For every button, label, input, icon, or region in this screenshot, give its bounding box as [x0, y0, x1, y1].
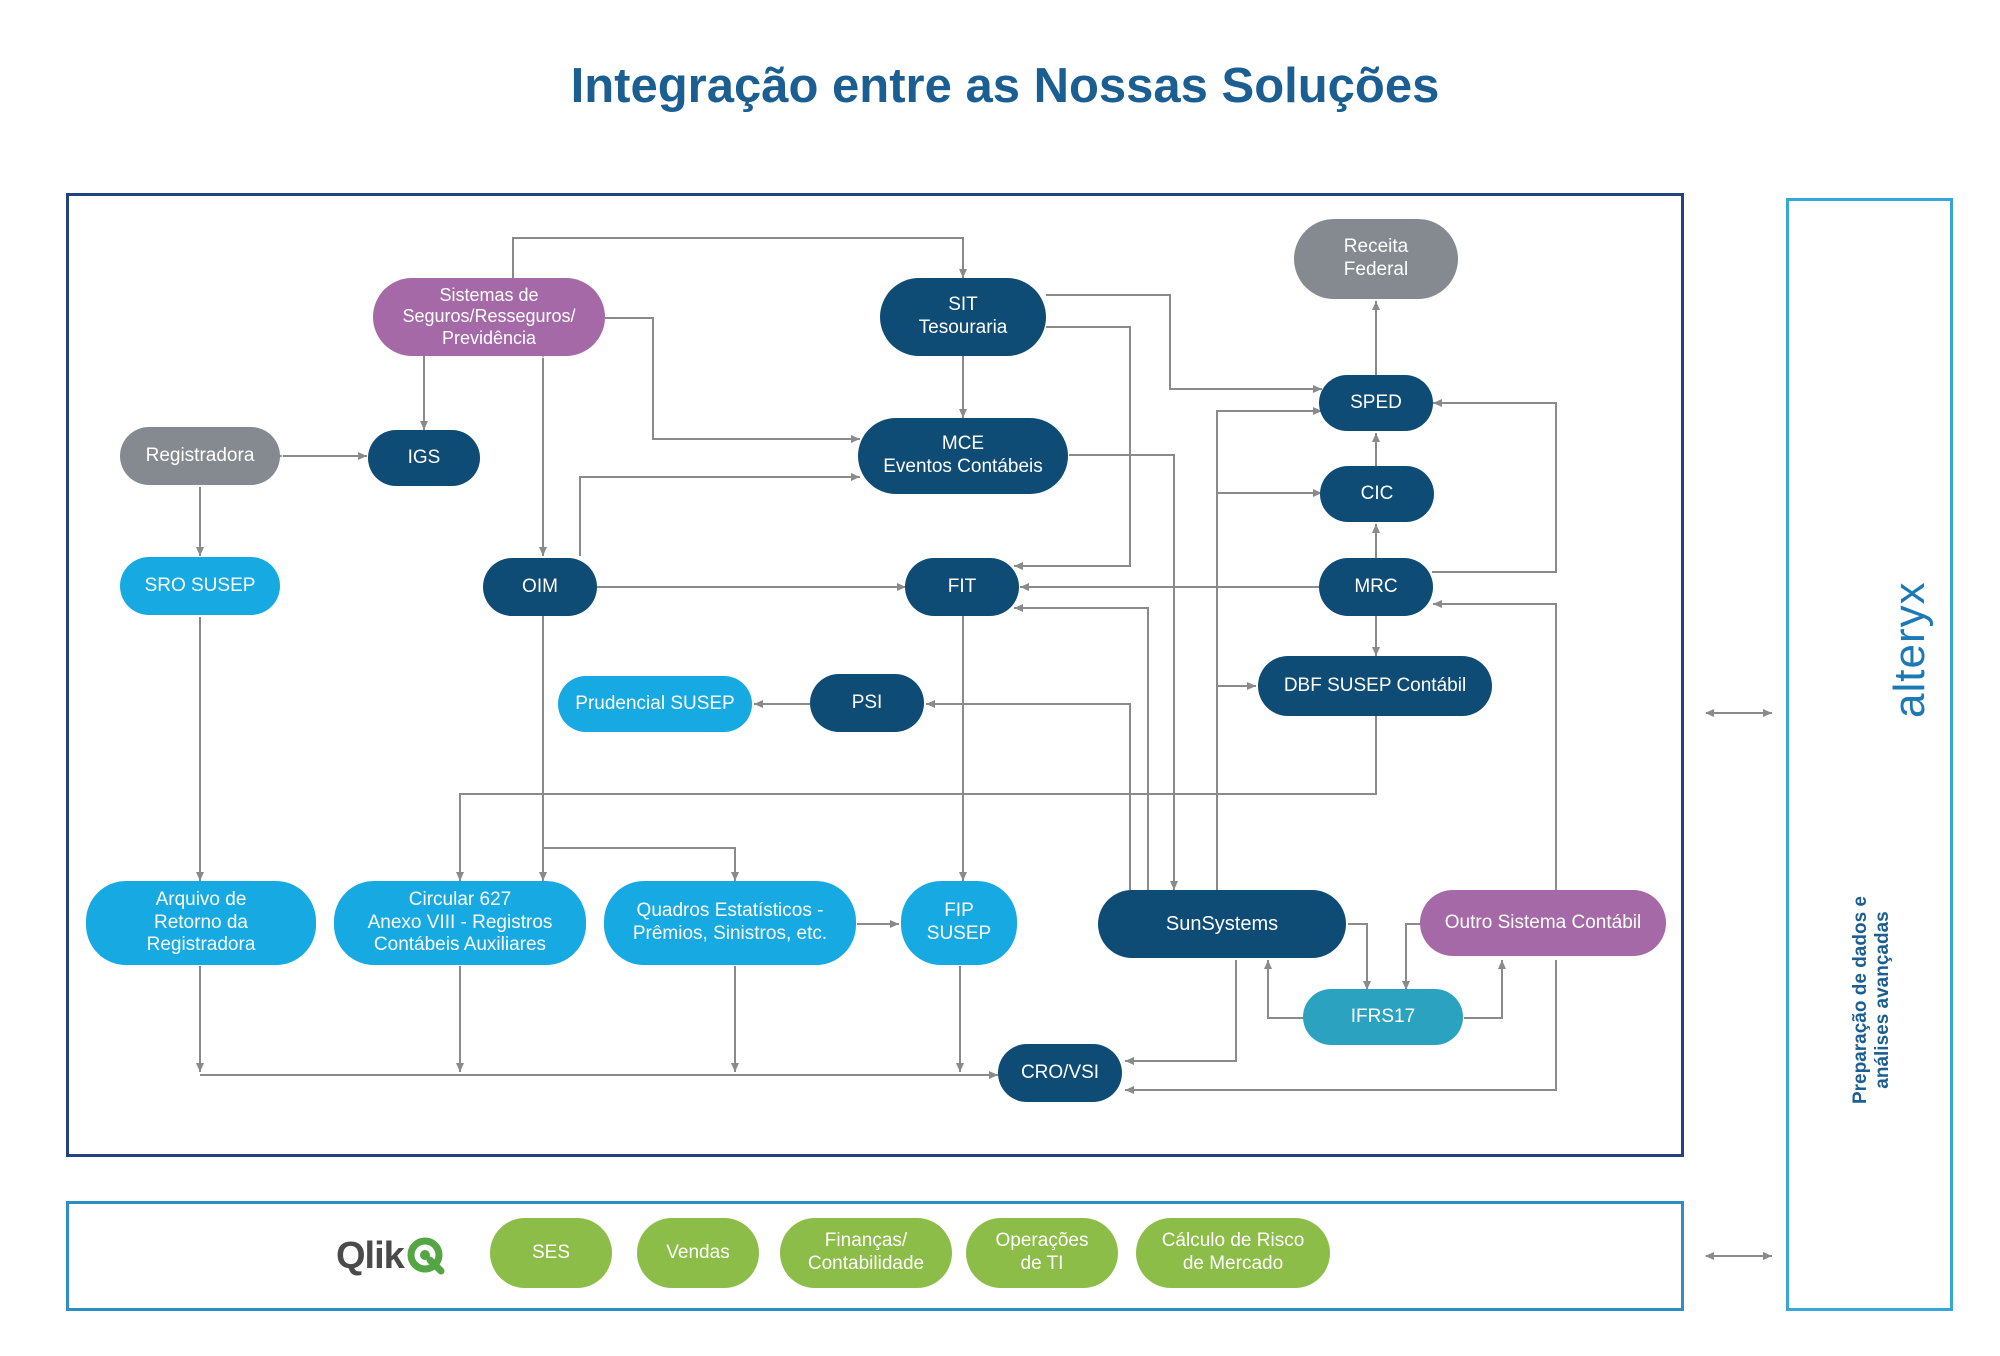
node-arquivo-retorno[interactable]: Arquivo de Retorno da Registradora: [86, 881, 316, 965]
node-mce[interactable]: MCE Eventos Contábeis: [858, 418, 1068, 494]
qlik-item-operacoes-ti[interactable]: Operações de TI: [966, 1218, 1118, 1288]
qlik-item-calculo-risco[interactable]: Cálculo de Risco de Mercado: [1136, 1218, 1330, 1288]
node-fip-susep[interactable]: FIP SUSEP: [901, 881, 1017, 965]
node-igs[interactable]: IGS: [368, 430, 480, 486]
node-mrc[interactable]: MRC: [1319, 558, 1433, 616]
wire-outro-mrc: [1433, 600, 1557, 892]
node-dbf-susep[interactable]: DBF SUSEP Contábil: [1258, 656, 1492, 716]
node-cic[interactable]: CIC: [1320, 466, 1434, 522]
node-circular-627[interactable]: Circular 627 Anexo VIII - Registros Cont…: [334, 881, 586, 965]
wire-mrc-sped: [1432, 399, 1557, 573]
wire-sit-sped: [1046, 294, 1322, 393]
wire-sunsystems-sped: [1216, 407, 1322, 890]
qlik-item-ses[interactable]: SES: [490, 1218, 612, 1288]
wire-sunsystems-psi: [926, 700, 1131, 890]
wire-oim-quadros: [543, 847, 739, 881]
node-receita-federal[interactable]: Receita Federal: [1294, 219, 1458, 299]
node-sit-tesouraria[interactable]: SIT Tesouraria: [880, 278, 1046, 356]
qlik-logo: Qlik: [336, 1232, 446, 1280]
qlik-logo-text: Qlik: [336, 1234, 405, 1277]
wire-sunsystems-cro: [1125, 960, 1237, 1065]
wire-sunsystems-fit: [1014, 604, 1149, 890]
node-cro-vsi[interactable]: CRO/VSI: [998, 1044, 1122, 1102]
node-sped[interactable]: SPED: [1319, 375, 1433, 431]
alteryx-frame: [1786, 198, 1953, 1311]
wire-mce-sunsystems: [1069, 454, 1178, 890]
alteryx-caption: Preparação de dados e análises avançadas: [1850, 895, 1893, 1105]
wire-ifrs17-outro: [1464, 960, 1506, 1019]
page-title: Integração entre as Nossas Soluções: [570, 59, 1440, 113]
node-psi[interactable]: PSI: [810, 674, 924, 732]
wire-sit-fit: [1014, 326, 1131, 570]
node-registradora[interactable]: Registradora: [120, 427, 280, 485]
qlik-q-icon: [407, 1237, 445, 1275]
node-outro-sistema-contabil[interactable]: Outro Sistema Contábil: [1420, 890, 1666, 956]
wire-oim-mce: [579, 473, 860, 556]
wire-ifrs17-sunsystems: [1264, 960, 1306, 1019]
alteryx-logo: alteryx: [1885, 581, 1934, 718]
node-sistemas-seguros[interactable]: Sistemas de Seguros/Resseguros/ Previdên…: [373, 278, 605, 356]
qlik-item-financas[interactable]: Finanças/ Contabilidade: [780, 1218, 952, 1288]
wire-sistemas-sit: [509, 237, 967, 287]
solutions-integration-frame: [66, 193, 1684, 1157]
wire-outro-cro: [1125, 960, 1557, 1094]
node-sunsystems[interactable]: SunSystems: [1098, 890, 1346, 958]
node-prudencial-susep[interactable]: Prudencial SUSEP: [558, 676, 752, 732]
node-sro-susep[interactable]: SRO SUSEP: [120, 557, 280, 615]
qlik-analytics-frame: [66, 1201, 1684, 1311]
wire-sunsystems-ifrs17: [1348, 923, 1371, 990]
node-quadros-estatisticos[interactable]: Quadros Estatísticos - Prêmios, Sinistro…: [604, 881, 856, 965]
node-ifrs17[interactable]: IFRS17: [1303, 989, 1463, 1045]
wire-dbf-circular: [456, 716, 1377, 881]
wire-sistemas-mce: [605, 317, 860, 443]
node-fit[interactable]: FIT: [905, 558, 1019, 616]
qlik-item-vendas[interactable]: Vendas: [637, 1218, 759, 1288]
node-oim[interactable]: OIM: [483, 558, 597, 616]
